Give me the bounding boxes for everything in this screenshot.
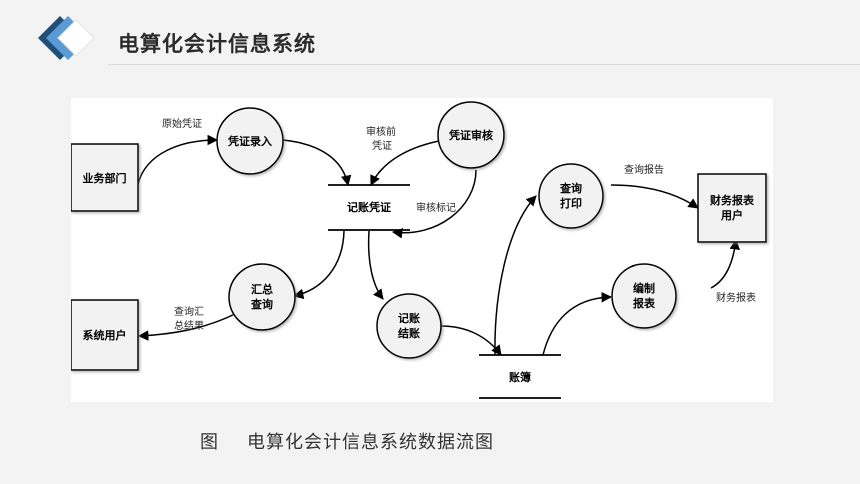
label-review-mark: 审核标记	[416, 201, 456, 214]
flow-query-report	[610, 184, 699, 209]
svg-text:财务报表: 财务报表	[709, 193, 755, 207]
diamond-logo-icon	[38, 16, 95, 60]
flow-original-voucher	[137, 134, 219, 185]
flow-review-mark	[391, 169, 477, 239]
svg-text:报表: 报表	[633, 296, 656, 310]
label-pre-review-2: 凭证	[372, 139, 392, 152]
process-voucher-review: 凭证审核	[437, 101, 505, 169]
svg-text:业务部门: 业务部门	[83, 171, 127, 185]
entity-report-user: 财务报表 用户	[697, 173, 767, 243]
header-band	[0, 0, 860, 66]
figure-label: 图	[200, 432, 219, 453]
label-original-voucher: 原始凭证	[162, 117, 202, 130]
entity-business-dept: 业务部门	[70, 143, 139, 212]
figure-caption: 图 电算化会计信息系统数据流图	[200, 428, 494, 454]
process-posting: 记账 结账	[376, 293, 442, 359]
flow-posting-to-ledger	[440, 325, 502, 356]
label-query-report: 查询报告	[624, 163, 664, 176]
svg-text:记账: 记账	[398, 311, 420, 325]
svg-text:查询: 查询	[251, 297, 273, 311]
label-query-summary-2: 总结果	[174, 319, 204, 332]
process-compile-reports: 编制 报表	[611, 263, 677, 329]
svg-text:系统用户: 系统用户	[83, 328, 127, 342]
svg-text:编制: 编制	[633, 281, 655, 295]
flow-voucher-to-summary	[292, 230, 345, 300]
label-query-summary-1: 查询汇	[174, 305, 204, 318]
label-pre-review-1: 审核前	[366, 125, 396, 138]
figure-title: 电算化会计信息系统数据流图	[247, 432, 494, 453]
data-flow-diagram: 业务部门 系统用户 财务报表 用户 凭证录入 凭证审核 汇	[70, 101, 767, 399]
entity-system-user: 系统用户	[70, 299, 139, 371]
label-financial-report: 财务报表	[716, 291, 756, 304]
flow-compile-to-report-user	[710, 238, 740, 289]
diagram-panel: 业务部门 系统用户 财务报表 用户 凭证录入 凭证审核 汇	[70, 98, 773, 402]
svg-text:打印: 打印	[560, 196, 582, 210]
flow-voucher-to-posting	[367, 230, 384, 300]
flow-ledger-to-compile	[542, 291, 613, 356]
flow-entry-to-voucher	[282, 139, 352, 187]
process-voucher-entry: 凭证录入	[216, 107, 284, 175]
svg-text:结账: 结账	[397, 326, 420, 340]
flow-review-to-voucher	[370, 139, 445, 186]
process-query-print: 查询 打印	[538, 163, 604, 229]
svg-text:查询: 查询	[560, 181, 582, 195]
process-summary-query: 汇总 查询	[228, 263, 296, 331]
svg-text:凭证审核: 凭证审核	[448, 128, 493, 142]
store-ledger: 账簿	[479, 354, 561, 399]
flow-summary-to-system-user	[137, 312, 238, 341]
header-divider	[108, 64, 860, 65]
svg-text:汇总: 汇总	[251, 282, 273, 296]
flow-ledger-to-query	[494, 195, 537, 356]
svg-text:用户: 用户	[721, 208, 743, 222]
svg-text:记账凭证: 记账凭证	[347, 200, 391, 214]
store-posting-voucher: 记账凭证	[328, 184, 410, 231]
svg-text:账簿: 账簿	[509, 370, 531, 384]
page-title: 电算化会计信息系统	[118, 32, 316, 56]
svg-text:凭证录入: 凭证录入	[227, 134, 272, 148]
